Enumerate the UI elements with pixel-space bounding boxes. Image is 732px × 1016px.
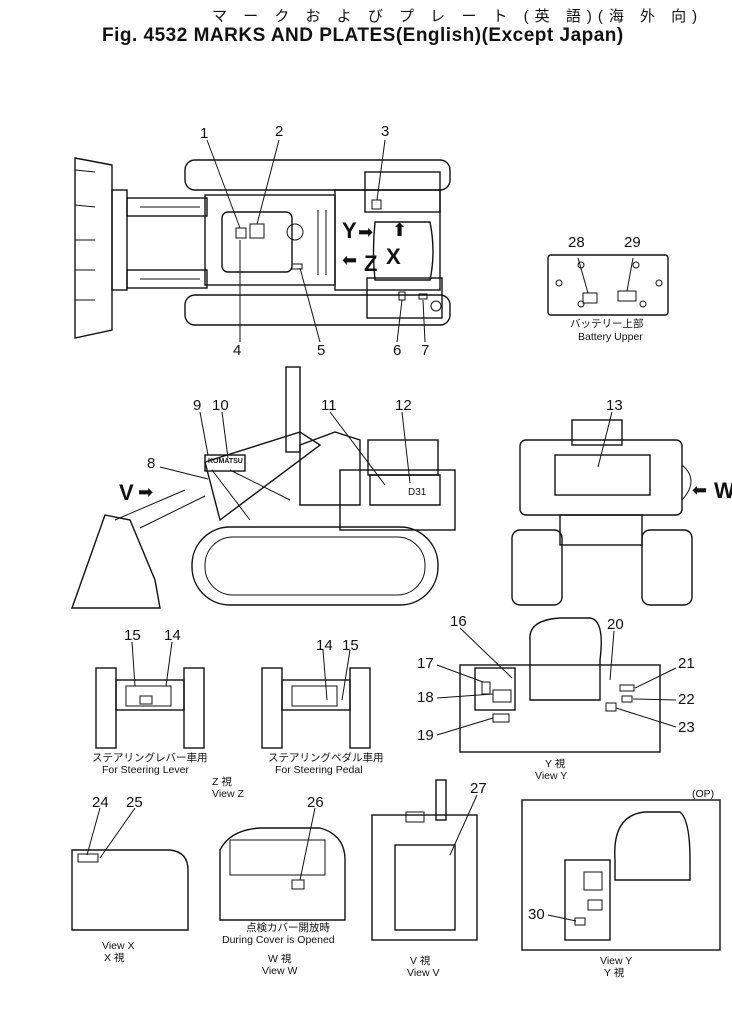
view-x-arrow-label: X [386, 244, 401, 269]
view-z-caption-jp: Z 視 [212, 776, 232, 788]
top-view-drawing [74, 157, 451, 339]
arrow-up-icon: ⬆ [392, 220, 408, 240]
callout-1: 1 [200, 125, 209, 142]
callout-17: 17 [417, 655, 434, 672]
view-v-caption-jp: V 視 [410, 955, 431, 967]
callout-20: 20 [607, 616, 624, 633]
callout-15: 15 [124, 627, 141, 644]
callout-14: 14 [164, 627, 181, 644]
view-z-caption-en: View Z [212, 788, 244, 800]
callout-6: 6 [393, 342, 402, 359]
model-plate: D31 [408, 487, 427, 498]
callout-27: 27 [470, 780, 487, 797]
callout-9: 9 [193, 397, 202, 414]
callout-2: 2 [275, 123, 284, 140]
callout-15b: 15 [342, 637, 359, 654]
view-y-arrow-label: Y [342, 218, 357, 243]
callout-4: 4 [233, 342, 242, 359]
side-view-drawing [71, 366, 456, 609]
view-z-arrow-label: Z [364, 251, 378, 276]
arrow-right-v-icon: ➡ [138, 482, 154, 502]
battery-plate-drawing [547, 254, 669, 316]
view-y-caption-en: View Y [535, 770, 568, 782]
view-y-drawing [436, 617, 677, 753]
view-w-arrow-label: W [714, 478, 732, 503]
callout-25: 25 [126, 794, 143, 811]
view-y-op-caption-en: View Y [600, 955, 633, 967]
callout-12: 12 [395, 397, 412, 414]
view-y-op-caption-jp: Y 視 [604, 967, 625, 979]
callout-26: 26 [307, 794, 324, 811]
callout-22: 22 [678, 691, 695, 708]
leader-lines-top [206, 139, 426, 343]
callout-21: 21 [678, 655, 695, 672]
komatsu-plate: KOMATSU [208, 458, 243, 465]
battery-caption-jp: バッテリー上部 [570, 318, 644, 330]
view-w-caption-en: View W [262, 965, 298, 977]
optional-tag: (OP) [692, 788, 715, 800]
callout-8: 8 [147, 455, 156, 472]
callout-23: 23 [678, 719, 695, 736]
arrow-left-icon: ⬅ [342, 250, 358, 270]
steering-lever-drawing [95, 641, 205, 749]
callout-11: 11 [321, 397, 337, 414]
rear-view-drawing [511, 411, 693, 606]
steering-lever-caption-jp: ステアリングレバー車用 [92, 752, 208, 764]
steering-lever-caption-en: For Steering Lever [102, 764, 189, 776]
steering-pedal-caption-en: For Steering Pedal [275, 764, 363, 776]
cover-caption-jp: 点検カバー開放時 [246, 922, 330, 934]
arrow-left-w-icon: ⬅ [692, 480, 708, 500]
view-x-caption-en: View X [102, 940, 135, 952]
callout-7: 7 [421, 342, 430, 359]
callout-3: 3 [381, 123, 390, 140]
view-w-drawing [219, 807, 346, 921]
view-y-caption-jp: Y 視 [545, 758, 566, 770]
figure-title: Fig. 4532 MARKS AND PLATES(English)(Exce… [102, 25, 624, 46]
view-v-drawing [371, 779, 478, 941]
callout-14b: 14 [316, 637, 333, 654]
leader-lines-side [159, 411, 411, 486]
cover-caption-en: During Cover is Opened [222, 934, 335, 946]
callout-28: 28 [568, 234, 585, 251]
view-x-caption-jp: X 視 [104, 952, 125, 964]
view-v-arrow-label: V [119, 480, 134, 505]
callout-10: 10 [212, 397, 229, 414]
title-japanese: マ ー ク お よ び プ レ ー ト (英 語)(海 外 向) [212, 8, 704, 25]
view-v-caption-en: View V [407, 967, 440, 979]
callout-16: 16 [450, 613, 467, 630]
view-w-caption-jp: W 視 [268, 953, 292, 965]
callout-19: 19 [417, 727, 434, 744]
callout-24: 24 [92, 794, 109, 811]
callout-5: 5 [317, 342, 326, 359]
arrow-right-icon: ➡ [358, 222, 374, 242]
callout-30: 30 [528, 906, 545, 923]
callout-18: 18 [417, 689, 434, 706]
callout-29: 29 [624, 234, 641, 251]
view-x-drawing [71, 807, 189, 931]
callout-13: 13 [606, 397, 623, 414]
view-y-op-drawing [521, 799, 721, 951]
steering-pedal-drawing [261, 649, 371, 749]
battery-caption-en: Battery Upper [578, 331, 643, 343]
steering-pedal-caption-jp: ステアリングペダル車用 [268, 752, 384, 764]
